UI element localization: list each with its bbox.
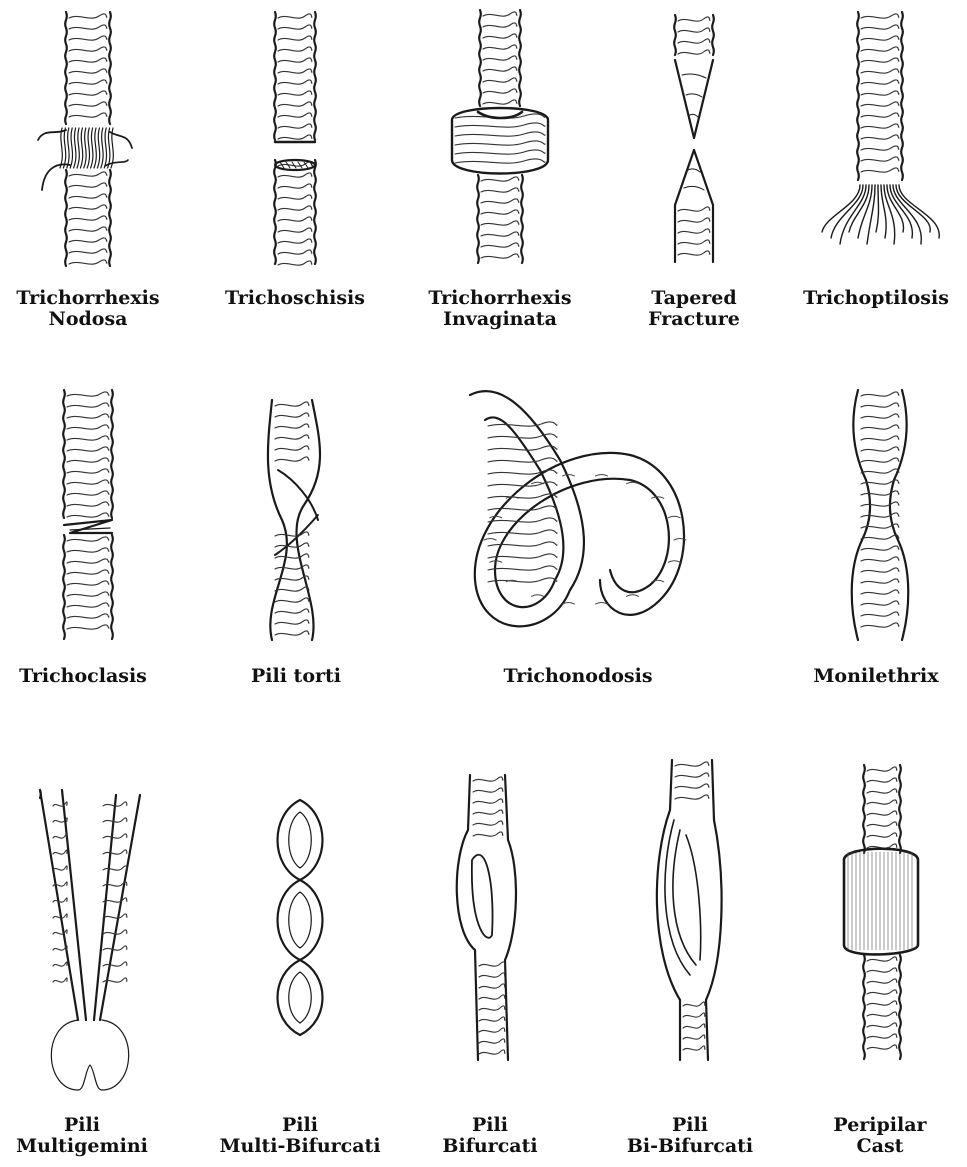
pili-bi-bifurcati-illustration bbox=[657, 760, 722, 1060]
pili-multi-bifurcati-illustration bbox=[278, 800, 323, 1035]
peripilar-cast-illustration bbox=[844, 765, 918, 1059]
label-pili-torti: Pili torti bbox=[201, 666, 391, 687]
trichoschisis-illustration bbox=[274, 12, 316, 265]
trichorrhexis-invaginata-illustration bbox=[452, 10, 548, 263]
label-trichoptilosis: Trichoptilosis bbox=[781, 288, 967, 309]
tapered-fracture-illustration bbox=[674, 15, 714, 262]
trichoclasis-illustration bbox=[63, 390, 113, 639]
label-trichoschisis: Trichoschisis bbox=[200, 288, 390, 309]
pili-bifurcati-illustration bbox=[457, 775, 516, 1060]
pili-torti-illustration bbox=[268, 400, 320, 640]
trichorrhexis-nodosa-illustration bbox=[38, 12, 132, 266]
pili-multigemini-illustration bbox=[40, 790, 140, 1090]
monilethrix-illustration bbox=[852, 390, 909, 640]
label-trichonodosis: Trichonodosis bbox=[483, 666, 673, 687]
trichonodosis-illustration bbox=[470, 391, 686, 626]
label-trichoclasis: Trichoclasis bbox=[0, 666, 178, 687]
trichoptilosis-illustration bbox=[822, 12, 939, 244]
label-monilethrix: Monilethrix bbox=[781, 666, 967, 687]
